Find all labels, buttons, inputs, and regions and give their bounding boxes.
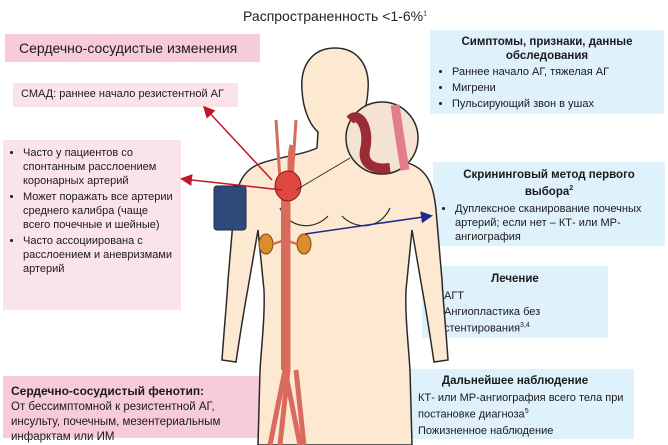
list-item: Часто у пациентов со спонтанным расслоен…	[23, 146, 177, 188]
list-item: Ангиопластика без стентирования3,4	[444, 305, 604, 336]
prevalence-title-text: Распространенность <1-6%	[243, 8, 424, 24]
zoom-inset-vessel	[390, 104, 410, 171]
prevalence-title-ref: 1	[423, 10, 427, 18]
screening-title-text: Скрининговый метод первого выбора	[463, 169, 635, 198]
symptoms-title: Симптомы, признаки, данные обследования	[461, 36, 633, 62]
carotid-artery	[290, 119, 298, 181]
followup-item-text: КТ- или МР-ангиография всего тела при по…	[418, 392, 624, 421]
treatment-title: Лечение	[491, 273, 539, 285]
list-item: Раннее начало АГ, тяжелая АГ	[452, 65, 664, 79]
screening-title: Скрининговый метод первого выбора2	[433, 162, 665, 202]
symptoms-list: Раннее начало АГ, тяжелая АГ Мигрени Пул…	[430, 65, 664, 111]
treatment-item-text: Ангиопластика без стентирования	[444, 306, 541, 335]
bp-cuff	[213, 185, 247, 231]
list-item: Дуплексное сканирование почечных артерий…	[455, 202, 659, 244]
treatment-item-ref: 3,4	[520, 322, 530, 329]
phenotype-box: Сердечно-сосудистый фенотип: От бессимпт…	[3, 376, 271, 443]
carotid-artery	[274, 119, 282, 181]
list-item: Может поражать все артерии среднего кали…	[23, 190, 177, 232]
list-item: Пульсирующий звон в ушах	[452, 97, 664, 111]
zoom-inset-pointer	[295, 157, 351, 191]
followup-item-ref: 5	[524, 408, 529, 415]
cv-changes-label: Сердечно-сосудистые изменения	[19, 40, 238, 56]
list-item: Часто ассоциирована с расслоением и анев…	[23, 234, 177, 276]
zoom-inset-vessel	[346, 112, 391, 174]
followup-box: Дальнейшее наблюдение КТ- или МР-ангиогр…	[396, 369, 634, 439]
renal-artery	[272, 238, 298, 246]
followup-title: Дальнейшее наблюдение	[441, 375, 589, 387]
symptoms-box: Симптомы, признаки, данные обследования …	[430, 30, 664, 114]
cv-changes-banner: Сердечно-сосудистые изменения	[5, 34, 260, 62]
left-findings-box: Часто у пациентов со спонтанным расслоен…	[3, 140, 181, 310]
screening-box: Скрининговый метод первого выбора2 Дупле…	[433, 162, 665, 246]
arrow-to-left-findings	[180, 174, 283, 191]
smad-label: СМАД: раннее начало резистентной АГ	[21, 88, 224, 100]
left-findings-list: Часто у пациентов со спонтанным расслоен…	[3, 140, 181, 276]
list-item: Пожизненное наблюдение	[418, 424, 630, 438]
smad-box: СМАД: раннее начало резистентной АГ	[13, 83, 238, 107]
list-item: КТ- или МР-ангиография всего тела при по…	[418, 391, 630, 422]
followup-list: КТ- или МР-ангиография всего тела при по…	[396, 391, 634, 438]
heart	[274, 170, 302, 202]
treatment-box: Лечение АГТ Ангиопластика без стентирова…	[422, 266, 608, 338]
body-illustration	[213, 47, 449, 445]
prevalence-title: Распространенность <1-6%1	[220, 8, 450, 24]
list-item: АГТ	[444, 289, 604, 303]
phenotype-text: От бессимптомной к резистентной АГ, инсу…	[11, 401, 221, 443]
arrow-to-smad	[202, 105, 273, 181]
treatment-list: АГТ Ангиопластика без стентирования3,4	[422, 289, 608, 336]
phenotype-title: Сердечно-сосудистый фенотип:	[11, 384, 205, 398]
screening-list: Дуплексное сканирование почечных артерий…	[433, 202, 665, 244]
list-item: Мигрени	[452, 81, 664, 95]
arrow-to-screening	[304, 211, 433, 235]
iliac-right	[282, 369, 303, 445]
screening-title-ref: 2	[569, 185, 574, 192]
iliac-left	[267, 369, 288, 445]
